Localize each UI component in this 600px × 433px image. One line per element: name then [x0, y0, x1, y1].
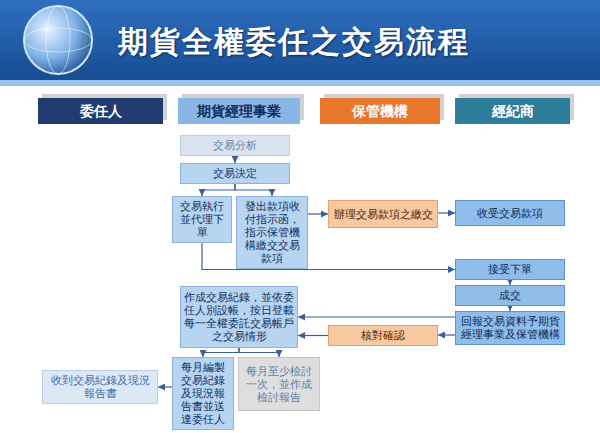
node-label: 成交 — [499, 289, 521, 302]
process-box: 每月至少檢討一次，並作成檢討報告 — [238, 357, 320, 411]
column-header: 經紀商 — [455, 98, 570, 124]
process-box: 作成交易紀錄，並依委任人別設帳，按日登載每一全權委託交易帳戶之交易情形 — [180, 286, 298, 348]
flow-arrow — [158, 386, 172, 387]
column-header: 保管機構 — [320, 98, 440, 124]
column-header: 期貨經理事業 — [178, 98, 300, 124]
column-header: 委任人 — [38, 98, 163, 124]
flow-arrow — [234, 156, 235, 163]
node-label: 每月至少檢討一次，並作成檢討報告 — [242, 365, 316, 404]
page-title: 期貨全權委任之交易流程 — [118, 22, 470, 63]
process-box: 收受交易款項 — [455, 200, 565, 226]
node-label: 作成交易紀錄，並依委任人別設帳，按日登載每一全權委託交易帳戶之交易情形 — [184, 291, 294, 343]
flow-arrow — [202, 184, 235, 196]
node-label: 每月編製交易紀錄及現況報告書並送達委任人 — [176, 361, 230, 426]
process-box: 核對確認 — [328, 325, 438, 346]
node-label: 保管機構 — [352, 103, 408, 119]
node-label: 收到交易紀錄及現況報告書 — [46, 374, 154, 400]
process-box: 每月編製交易紀錄及現況報告書並送達委任人 — [172, 357, 234, 430]
node-label: 交易執行並代理下單 — [176, 200, 228, 239]
flow-arrow — [298, 335, 328, 336]
node-label: 核對確認 — [361, 329, 405, 342]
node-label: 交易決定 — [213, 167, 257, 180]
process-box: 交易分析 — [180, 135, 290, 156]
node-label: 交易分析 — [213, 139, 257, 152]
process-box: 交易執行並代理下單 — [172, 196, 232, 243]
process-box: 接受下單 — [455, 259, 565, 280]
flow-arrow — [438, 334, 455, 335]
flow-arrow — [203, 348, 239, 357]
flow-arrow — [235, 184, 272, 196]
flow-arrow — [438, 212, 455, 213]
process-box: 辦理交易款項之繳交 — [328, 200, 438, 228]
node-label: 委任人 — [80, 103, 122, 119]
flow-arrow — [298, 316, 455, 317]
flow-arrow — [308, 213, 328, 214]
node-label: 辦理交易款項之繳交 — [334, 208, 433, 221]
process-box: 交易決定 — [180, 163, 290, 184]
node-label: 回報交易資料予期貨經理事業及保管機構 — [459, 315, 561, 341]
flow-arrow — [239, 348, 279, 357]
process-box: 回報交易資料予期貨經理事業及保管機構 — [455, 311, 565, 345]
process-box: 收到交易紀錄及現況報告書 — [42, 370, 158, 404]
node-label: 接受下單 — [488, 263, 532, 276]
process-box: 發出款項收付指示函，指示保管機構繳交交易款項 — [236, 196, 308, 269]
process-box: 成交 — [455, 285, 565, 306]
node-label: 期貨經理事業 — [197, 103, 281, 119]
node-label: 發出款項收付指示函，指示保管機構繳交交易款項 — [240, 200, 304, 265]
node-label: 收受交易款項 — [477, 207, 543, 220]
node-label: 經紀商 — [492, 103, 534, 119]
